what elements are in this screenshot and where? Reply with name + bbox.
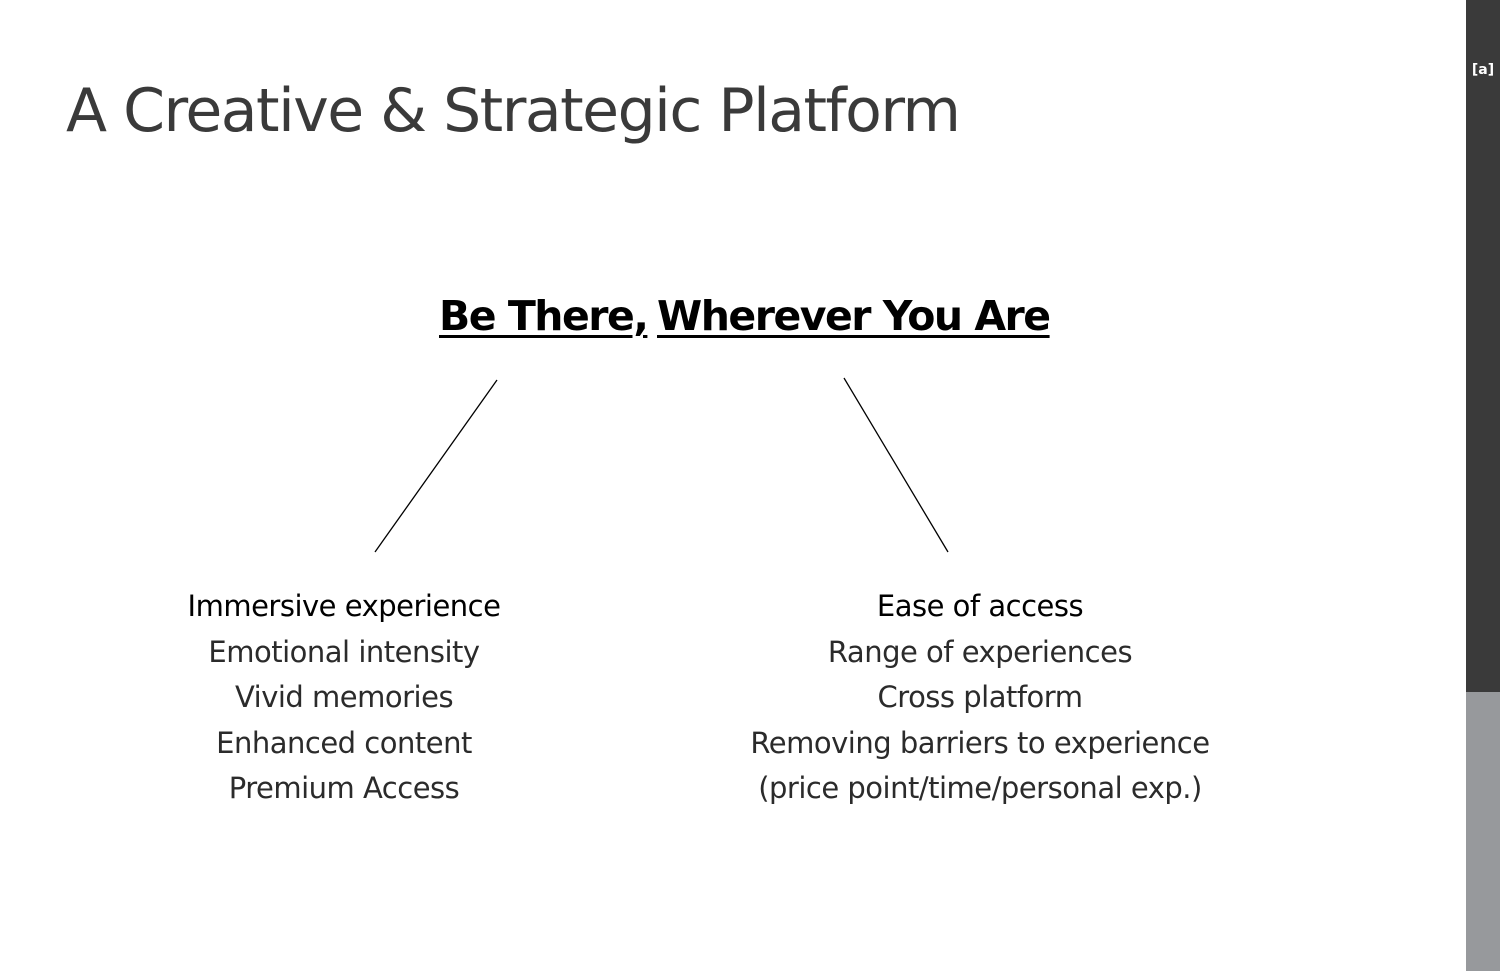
headline-wherever-you-are: Wherever You Are xyxy=(657,292,1051,340)
list-item: Vivid memories xyxy=(234,680,454,714)
list-item: Immersive experience xyxy=(187,589,501,623)
list-item: Premium Access xyxy=(228,771,460,805)
slide-title: A Creative & Strategic Platform xyxy=(66,76,961,146)
list-item: (price point/time/personal exp.) xyxy=(758,771,1202,805)
list-item: Enhanced content xyxy=(216,725,472,760)
headline-be-there: Be There, xyxy=(439,292,649,340)
sidebar-bar-light xyxy=(1466,692,1500,971)
list-item: Ease of access xyxy=(876,589,1084,623)
list-item: Emotional intensity xyxy=(208,634,480,669)
sidebar-bar-dark xyxy=(1466,0,1500,692)
immersion-list: Immersive experience Emotional intensity… xyxy=(144,584,544,812)
connector-line-right xyxy=(843,377,949,553)
accessibility-list: Ease of access Range of experiences Cros… xyxy=(730,584,1230,812)
connector-line-left xyxy=(374,379,498,553)
list-item: Range of experiences xyxy=(827,634,1133,669)
list-item: Removing barriers to experience xyxy=(750,725,1210,760)
brand-logo: [a] xyxy=(1471,62,1495,78)
list-item: Cross platform xyxy=(877,680,1083,714)
